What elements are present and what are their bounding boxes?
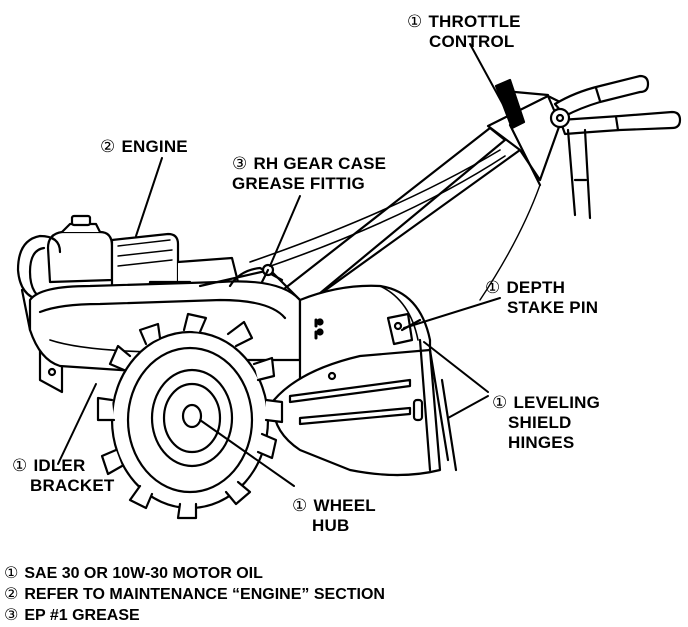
tine-hood <box>272 284 458 477</box>
callout-text: RH GEAR CASE <box>253 154 387 173</box>
leader-leveling-1 <box>423 341 489 393</box>
legend-symbol: ② <box>4 584 19 603</box>
callout-leveling-shield-hinges: ① LEVELING SHIELD HINGES <box>492 393 600 453</box>
leader-engine <box>135 157 163 237</box>
legend-row: ① SAE 30 OR 10W-30 MOTOR OIL <box>4 563 385 584</box>
leader-throttle <box>469 43 507 111</box>
callout-symbol: ① <box>485 278 501 298</box>
callout-text: HUB <box>312 516 350 535</box>
callout-symbol: ① <box>12 456 28 476</box>
callout-text: CONTROL <box>429 32 515 51</box>
leader-gearcase <box>269 195 301 267</box>
handlebar-assembly <box>249 74 682 320</box>
legend-symbol: ③ <box>4 605 19 624</box>
legend-symbol: ① <box>4 563 19 582</box>
callout-symbol: ② <box>100 137 116 157</box>
leader-idler <box>57 383 97 465</box>
callout-leaders <box>57 43 507 487</box>
callout-text: SHIELD <box>508 413 572 432</box>
callout-wheel-hub: ① WHEEL HUB <box>292 496 376 536</box>
legend-row: ③ EP #1 GREASE <box>4 605 385 626</box>
callout-text: STAKE PIN <box>507 298 599 317</box>
callout-engine: ② ENGINE <box>100 137 188 157</box>
callout-idler-bracket: ① IDLER BRACKET <box>12 456 115 496</box>
legend-text: SAE 30 OR 10W-30 MOTOR OIL <box>24 565 263 582</box>
leader-wheel <box>199 419 295 487</box>
callout-text: WHEEL <box>313 496 376 515</box>
callout-text: THROTTLE <box>428 12 521 31</box>
legend-text: EP #1 GREASE <box>24 607 140 624</box>
legend-row: ② REFER TO MAINTENANCE “ENGINE” SECTION <box>4 584 385 605</box>
callout-symbol: ③ <box>232 154 248 174</box>
callout-symbol: ① <box>407 12 423 32</box>
callout-symbol: ① <box>492 393 508 413</box>
callout-text: DEPTH <box>506 278 566 297</box>
callout-text: IDLER <box>33 456 86 475</box>
leader-leveling-2 <box>447 395 489 419</box>
callout-text: GREASE FITTIG <box>232 174 365 193</box>
leader-depth <box>403 297 501 329</box>
callout-text: ENGINE <box>121 137 188 156</box>
callout-text: LEVELING <box>513 393 601 412</box>
callout-depth-stake-pin: ① DEPTH STAKE PIN <box>485 278 598 318</box>
callout-throttle-control: ① THROTTLE CONTROL <box>407 12 521 52</box>
lubricant-legend: ① SAE 30 OR 10W-30 MOTOR OIL ② REFER TO MA… <box>4 563 385 626</box>
legend-text: REFER TO MAINTENANCE “ENGINE” SECTION <box>24 586 385 603</box>
wheel <box>96 312 284 520</box>
callout-symbol: ① <box>292 496 308 516</box>
callout-gear-case: ③ RH GEAR CASE GREASE FITTIG <box>232 154 386 194</box>
callout-text: HINGES <box>508 433 575 452</box>
callout-text: BRACKET <box>30 476 115 495</box>
